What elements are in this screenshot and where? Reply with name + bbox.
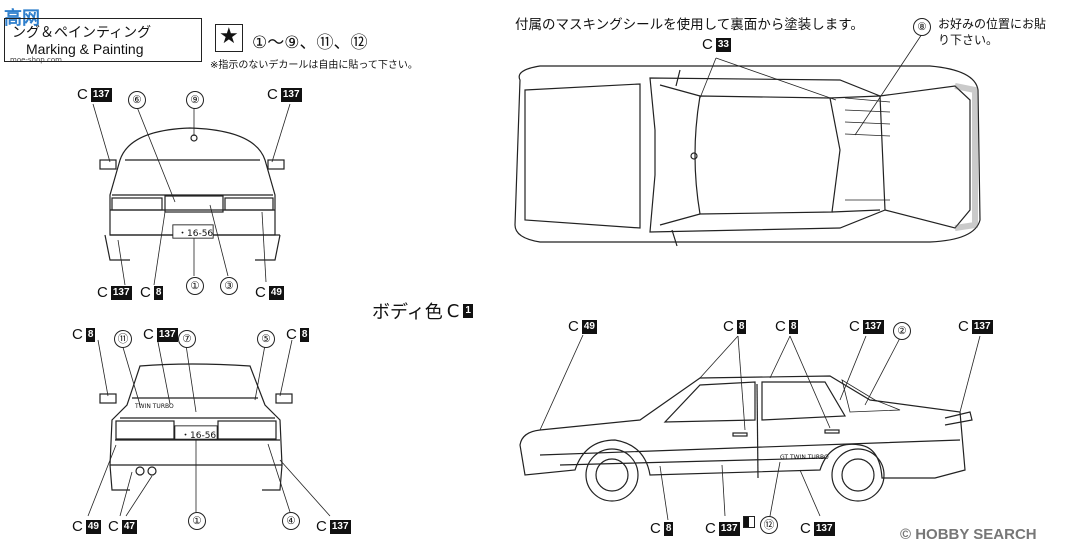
- label-code: 49: [268, 285, 284, 300]
- label-prefix: C: [568, 318, 579, 335]
- rear-plate: ・16-56: [181, 431, 217, 441]
- label-prefix: C: [286, 326, 297, 343]
- side-stripe-text: GT TWIN TURBO: [780, 454, 829, 461]
- label-prefix: C: [800, 520, 811, 537]
- top-circle-8: ⑧: [913, 18, 931, 36]
- label-code: 8: [663, 521, 674, 536]
- hobby-search-watermark: © HOBBY SEARCH: [900, 526, 1037, 543]
- label-code: 137: [329, 519, 351, 534]
- front-view-car: [99, 127, 285, 261]
- label-prefix: C: [77, 86, 88, 103]
- body-color: ボディ色 C 1: [372, 298, 473, 324]
- label-prefix: C: [108, 518, 119, 535]
- header-box: [4, 18, 202, 62]
- label-prefix: C: [72, 326, 83, 343]
- label-code: 137: [971, 319, 993, 334]
- side-circle-2: ②: [893, 322, 911, 340]
- label-code: 8: [736, 319, 747, 334]
- label-prefix: C: [705, 520, 716, 537]
- label-prefix: C: [143, 326, 154, 343]
- checker-icon: [743, 516, 755, 528]
- label-prefix: C: [255, 284, 266, 301]
- front-circle-3: ③: [220, 277, 238, 295]
- label-prefix: C: [849, 318, 860, 335]
- label-code: 137: [90, 87, 112, 102]
- front-circle-1: ①: [186, 277, 204, 295]
- label-code: 49: [581, 319, 597, 334]
- label-prefix: C: [316, 518, 327, 535]
- label-prefix: C: [72, 518, 83, 535]
- star-box: [215, 24, 243, 52]
- label-code: 47: [121, 519, 137, 534]
- label-prefix: C: [702, 36, 713, 53]
- top-label-c33: C 33: [702, 36, 731, 53]
- front-circle-6: ⑥: [128, 91, 146, 109]
- label-code: 137: [813, 521, 835, 536]
- label-code: 8: [299, 327, 310, 342]
- label-code: 8: [153, 285, 164, 300]
- header-title-jp: ング＆ペインティング: [12, 25, 152, 41]
- decal-list: ①〜⑨、⑪、⑫: [252, 33, 368, 53]
- label-code: 137: [718, 521, 740, 536]
- any-position-note: お好みの位置にお貼り下さい。: [938, 17, 1047, 47]
- front-plate: ・16-56: [178, 229, 214, 239]
- label-code: 137: [110, 285, 132, 300]
- body-color-prefix: C: [446, 300, 460, 322]
- label-code: 49: [85, 519, 101, 534]
- rear-circle-4: ④: [282, 512, 300, 530]
- rear-circle-11: ⑪: [114, 330, 132, 348]
- label-code: 137: [862, 319, 884, 334]
- label-prefix: C: [958, 318, 969, 335]
- label-code: 8: [85, 327, 96, 342]
- side-circle-12: ⑫: [760, 516, 778, 534]
- label-code: 137: [156, 327, 178, 342]
- watermark-site: moe-shop.com: [10, 56, 62, 64]
- star-icon: ★: [219, 24, 239, 49]
- body-color-code: 1: [463, 304, 473, 318]
- rear-circle-1: ①: [188, 512, 206, 530]
- masking-note: 付属のマスキングシールを使用して裏面から塗装します。: [515, 17, 864, 33]
- decal-note: ※指示のないデカールは自由に貼って下さい。: [210, 60, 418, 71]
- label-code: 137: [280, 87, 302, 102]
- label-code: 33: [715, 37, 731, 52]
- label-prefix: C: [775, 318, 786, 335]
- side-view-car: [519, 375, 973, 502]
- label-code: 8: [788, 319, 799, 334]
- rear-badge: TWIN TURBO: [135, 403, 174, 410]
- header-title-en: Marking & Painting: [26, 41, 144, 57]
- body-color-text: ボディ色: [372, 302, 443, 323]
- label-prefix: C: [723, 318, 734, 335]
- rear-circle-5: ⑤: [257, 330, 275, 348]
- top-view-car: [514, 65, 981, 247]
- label-prefix: C: [97, 284, 108, 301]
- label-prefix: C: [140, 284, 151, 301]
- front-circle-9: ⑨: [186, 91, 204, 109]
- rear-circle-7: ⑦: [178, 330, 196, 348]
- label-prefix: C: [267, 86, 278, 103]
- label-prefix: C: [650, 520, 661, 537]
